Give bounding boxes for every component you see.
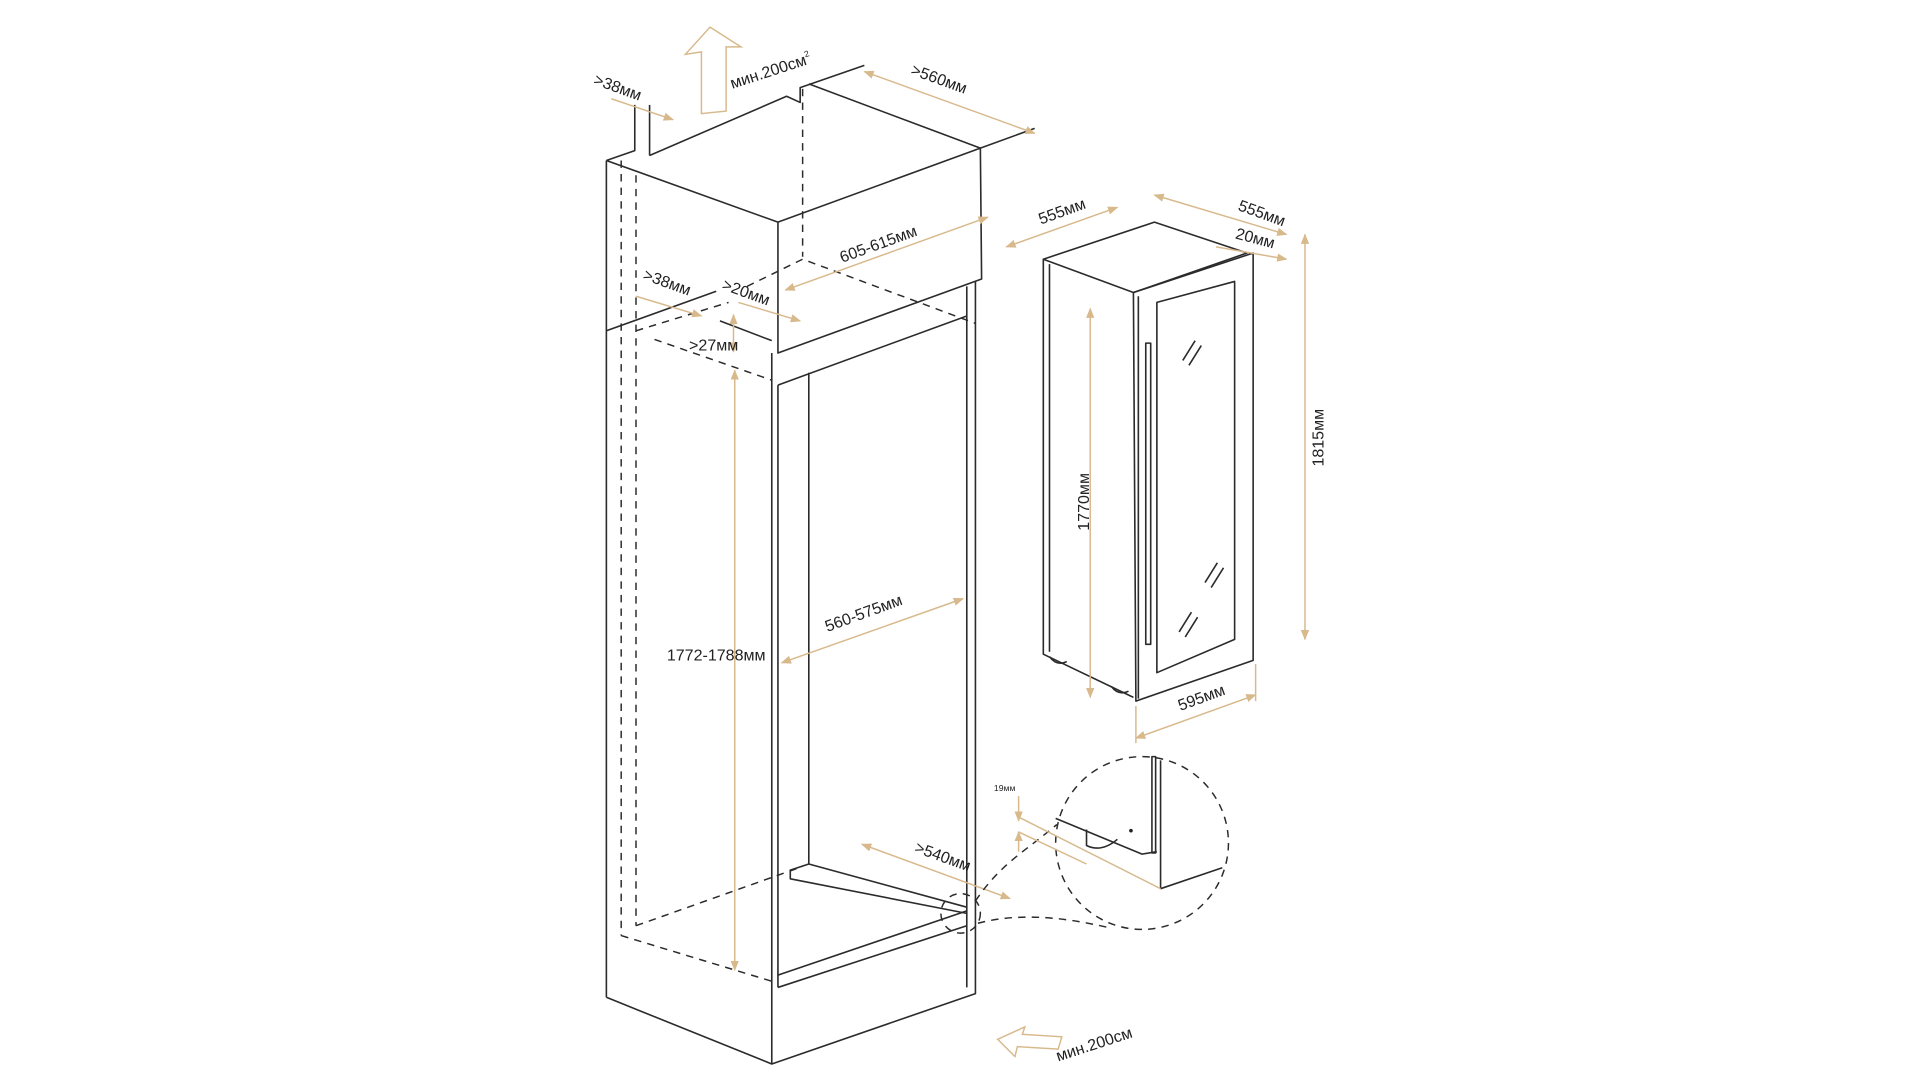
cooler-top bbox=[1042, 221, 1248, 294]
dim-line bbox=[738, 301, 802, 323]
cooler-depth-label: 555мм bbox=[1036, 195, 1088, 229]
side-gap-label: >38мм bbox=[641, 266, 693, 300]
cabinet-bottom-right bbox=[606, 281, 977, 1065]
screw bbox=[1129, 828, 1133, 833]
vent-in-arrow-icon bbox=[996, 1025, 1063, 1058]
niche-floor bbox=[789, 863, 967, 915]
cooler-dimensions: 555мм 555мм 20мм 1815мм 1770мм 595мм bbox=[1005, 193, 1327, 744]
vent-up-arrow-icon bbox=[683, 26, 744, 115]
door-edge bbox=[1151, 755, 1157, 854]
door-bottom bbox=[1160, 866, 1223, 890]
dim-line bbox=[860, 843, 1011, 900]
hidden-edge bbox=[654, 338, 773, 381]
hidden-edge bbox=[635, 301, 729, 332]
top-box-front bbox=[606, 147, 983, 354]
plinth-line bbox=[777, 910, 968, 976]
detail-circle bbox=[1054, 755, 1230, 931]
vent-top-label: мин.200см2 bbox=[728, 48, 814, 92]
plinth-line bbox=[777, 924, 968, 989]
extension-line bbox=[980, 127, 1035, 149]
dim-line bbox=[1215, 246, 1288, 262]
dim-line bbox=[1134, 694, 1257, 739]
cabinet-niche bbox=[605, 64, 1035, 1065]
cooler-base bbox=[1055, 817, 1158, 855]
glass-reflection-icon bbox=[1178, 340, 1225, 638]
dim-line bbox=[1153, 193, 1288, 236]
foot bbox=[1085, 829, 1118, 849]
depth-top-label: >560мм bbox=[909, 61, 970, 98]
cooler-door bbox=[1132, 252, 1254, 702]
foot-detail-callout: 19мм bbox=[940, 755, 1230, 934]
niche-height-label: 1772-1788мм bbox=[667, 646, 766, 664]
cooler-side bbox=[1042, 259, 1134, 699]
niche-depth-label: >540мм bbox=[912, 839, 973, 876]
foot-gap-label: 19мм bbox=[994, 783, 1016, 793]
total-height-label: 1815мм bbox=[1309, 409, 1327, 467]
niche-floor-edge bbox=[808, 863, 968, 908]
top-left-wall bbox=[606, 104, 636, 162]
door-width-label: 595мм bbox=[1176, 681, 1228, 715]
door-glass bbox=[1156, 280, 1236, 674]
dim-line bbox=[611, 98, 675, 121]
door-handle bbox=[1144, 342, 1152, 646]
wine-cooler bbox=[1042, 221, 1254, 702]
detail-marker bbox=[940, 892, 982, 934]
cooler-feet bbox=[1048, 656, 1129, 694]
body-height-label: 1770мм bbox=[1075, 473, 1093, 531]
callout-connector bbox=[974, 823, 1112, 929]
door-offset-label: 20мм bbox=[1234, 225, 1277, 253]
dim-line bbox=[784, 216, 989, 291]
cabinet-dimensions: мин.200см2 >38мм >560мм 605-615мм >38мм … bbox=[591, 26, 1135, 1066]
dim-line bbox=[1018, 816, 1161, 890]
niche-width-label: 560-575мм bbox=[823, 591, 905, 636]
niche-top-edge bbox=[777, 315, 968, 386]
shelf-line bbox=[606, 290, 717, 332]
hidden-edge bbox=[635, 865, 803, 927]
top-gap-left-label: >38мм bbox=[591, 71, 643, 105]
width-top-label: 605-615мм bbox=[837, 222, 919, 267]
dim-line bbox=[635, 295, 703, 318]
top-box-back-edge bbox=[649, 64, 865, 157]
vent-bottom-label: мин.200см bbox=[1054, 1024, 1135, 1066]
dim-line bbox=[1018, 831, 1087, 865]
dim-line bbox=[863, 70, 1036, 135]
hidden-edge bbox=[620, 934, 772, 982]
dim-line bbox=[1005, 206, 1119, 248]
top-gap-label: >27мм bbox=[689, 337, 738, 355]
hidden-edge bbox=[746, 258, 976, 325]
dim-line bbox=[780, 597, 965, 664]
shelf-line bbox=[719, 320, 773, 342]
